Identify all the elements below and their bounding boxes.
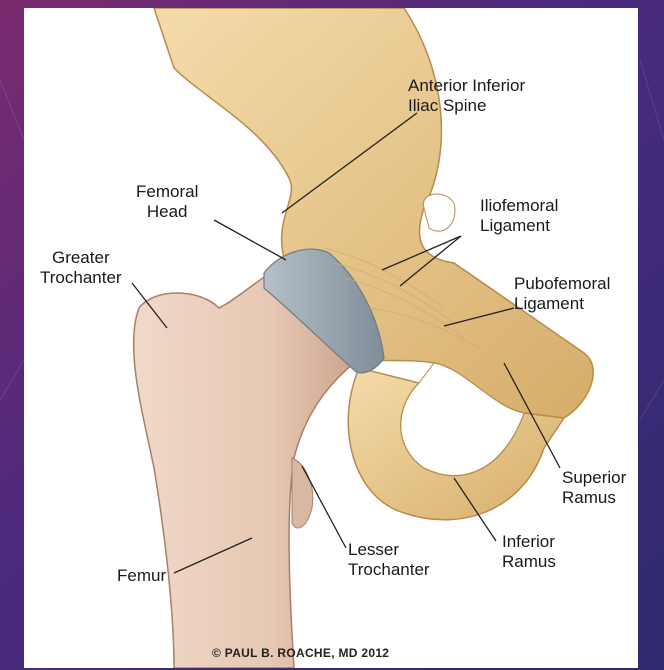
label-femoral-head: Femoral Head [136, 182, 198, 222]
copyright-notice: © PAUL B. ROACHE, MD 2012 [212, 646, 389, 660]
iliac-notch [423, 194, 455, 231]
illustration-panel: Anterior Inferior Iliac Spine Femoral He… [24, 8, 638, 668]
label-lesser-trochanter: Lesser Trochanter [348, 540, 430, 580]
label-femur: Femur [117, 566, 166, 586]
label-greater-trochanter: Greater Trochanter [40, 248, 122, 288]
lesser-trochanter-shape [292, 458, 313, 528]
label-pubofemoral-ligament: Pubofemoral Ligament [514, 274, 610, 314]
label-iliofemoral-ligament: Iliofemoral Ligament [480, 196, 558, 236]
label-inferior-ramus: Inferior Ramus [502, 532, 556, 572]
label-superior-ramus: Superior Ramus [562, 468, 626, 508]
label-anterior-inferior-iliac-spine: Anterior Inferior Iliac Spine [408, 76, 525, 116]
